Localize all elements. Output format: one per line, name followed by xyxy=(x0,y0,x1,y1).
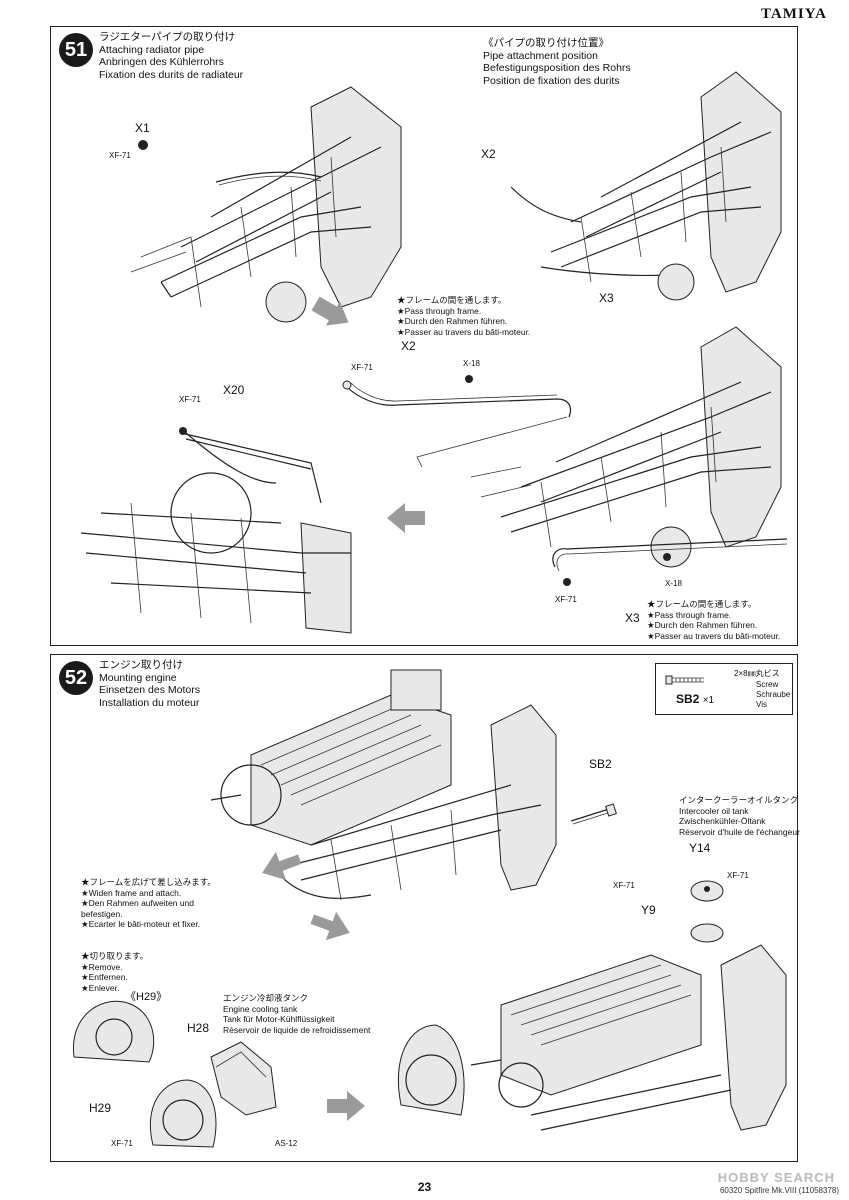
screw-code: SB2 ×1 xyxy=(676,692,715,706)
step-number-51: 51 xyxy=(59,33,93,67)
label-xf71-d: XF-71 xyxy=(179,395,201,404)
h29-detail-drawing xyxy=(72,1000,155,1063)
label-x18-a: X-18 xyxy=(463,359,480,368)
label-xf71-b: XF-71 xyxy=(351,363,373,372)
frame-drawing-top-right xyxy=(510,71,782,301)
label-h29-detail: 《H29》 xyxy=(125,991,168,1003)
label-xf71-a: XF-71 xyxy=(109,151,131,160)
cut-note: ★切り取ります。★Remove. ★Entfernen.★Enlever. xyxy=(81,951,149,993)
brand-logo: TAMIYA xyxy=(760,6,827,22)
frame-note: ★フレームを広げて差し込みます。★Widen frame and attach.… xyxy=(81,877,216,929)
label-x1: X1 xyxy=(135,121,150,135)
tank-y14-drawing xyxy=(690,880,724,902)
screw-sb2-drawing xyxy=(570,803,617,825)
flow-arrow-down-right xyxy=(311,296,349,326)
label-x3-bottom: X3 xyxy=(625,611,640,625)
step-number-52: 52 xyxy=(59,661,93,695)
pipe-x3-drawing xyxy=(552,538,788,586)
label-x20: X20 xyxy=(223,383,245,397)
page-number: 23 xyxy=(417,1180,432,1194)
label-y14: Y14 xyxy=(689,841,711,855)
label-sb2: SB2 xyxy=(589,757,612,771)
label-xf71-h29: XF-71 xyxy=(111,1139,133,1148)
label-xf71-c: XF-71 xyxy=(555,595,577,604)
tank-h28-drawing xyxy=(210,1041,277,1116)
pipe-position-title: 《パイプの取り付け位置》Pipe attachment position Bef… xyxy=(483,37,631,87)
base-y9-drawing xyxy=(690,923,724,943)
final-assembly-drawing xyxy=(397,944,787,1131)
frame-drawing-bottom-left xyxy=(80,427,352,634)
frame-widen-arrows xyxy=(262,851,350,941)
shroud-h29-drawing xyxy=(149,1079,217,1148)
engine-assembly-drawing xyxy=(210,669,557,901)
label-xf71-y9: XF-71 xyxy=(613,881,635,890)
pipe-x2-drawing xyxy=(342,375,572,468)
frame-drawing-top-left xyxy=(130,86,402,323)
label-x18-b: X-18 xyxy=(665,579,682,588)
footer-code: 60320 Spitfire Mk.VIII (11058378) xyxy=(719,1186,839,1195)
screw-jp: 2×8㎜丸ビス xyxy=(734,669,780,678)
screw-icon xyxy=(665,675,704,685)
label-x2-top: X2 xyxy=(481,147,496,161)
frame-drawing-bottom-right xyxy=(470,326,782,568)
label-y9: Y9 xyxy=(641,903,656,917)
label-h28: H28 xyxy=(187,1021,210,1035)
watermark: HOBBY SEARCH xyxy=(717,1170,835,1185)
pass-through-note-a: ★フレームの間を通します。★Pass through frame. ★Durch… xyxy=(397,295,531,337)
pass-through-note-b: ★フレームの間を通します。★Pass through frame. ★Durch… xyxy=(647,599,781,641)
label-x2-pipe: X2 xyxy=(401,339,416,353)
flow-arrow-right xyxy=(327,1091,365,1121)
label-xf71-y14: XF-71 xyxy=(727,871,749,880)
paint-icon-a xyxy=(138,140,148,150)
label-x3-top: X3 xyxy=(599,291,614,305)
label-h29: H29 xyxy=(89,1101,112,1115)
label-as12: AS-12 xyxy=(275,1139,298,1148)
flow-arrow-left xyxy=(387,503,425,533)
